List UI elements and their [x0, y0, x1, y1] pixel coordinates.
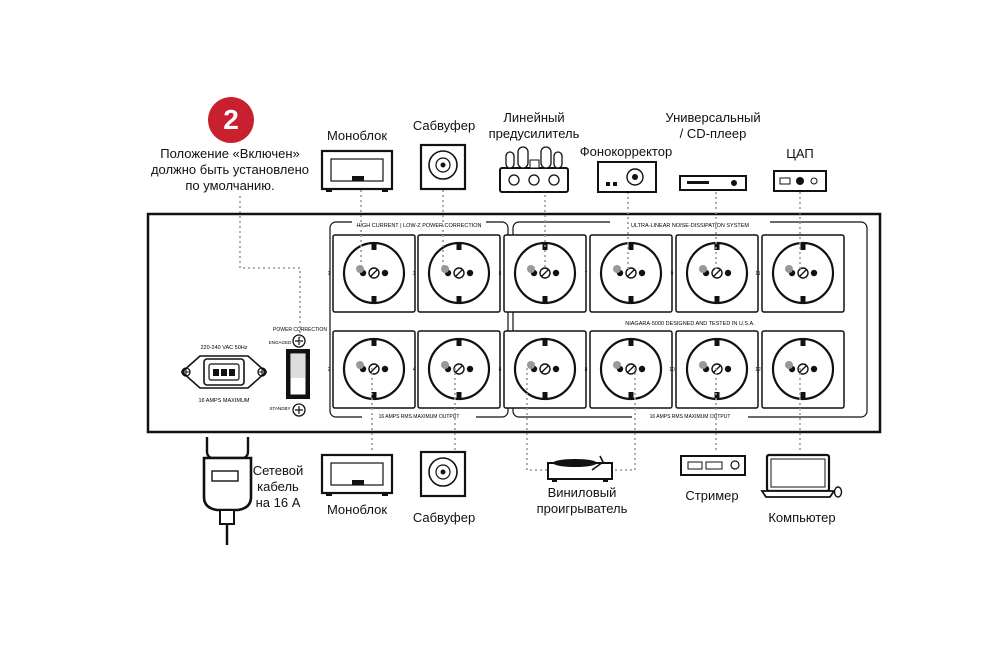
label-line-preamp-2: предусилитель	[488, 126, 580, 141]
outlet-number: 3	[413, 271, 416, 277]
label-monoblock-top: Моноблок	[326, 128, 388, 143]
connection-dot	[699, 361, 707, 369]
label-power-cable-3: на 16 А	[255, 495, 301, 510]
outlet-grid: 1 3 5 7 9 11 2 4 6 8 10 12	[328, 234, 845, 409]
switch-title: POWER CORRECTION	[273, 327, 327, 333]
tube-preamp-icon	[499, 146, 569, 193]
outlet-number: 10	[669, 367, 675, 373]
connection-dot	[441, 361, 449, 369]
outlet-number: 11	[755, 271, 760, 277]
outlet-number: 5	[499, 271, 502, 277]
label-turntable: Виниловый проигрыватель	[530, 485, 634, 517]
outlet-9[interactable]: 9	[671, 234, 759, 313]
outlet-4[interactable]: 4	[413, 330, 501, 409]
subwoofer-top-icon	[419, 143, 467, 191]
outlet-1[interactable]: 1	[328, 234, 416, 313]
monoblock-top-icon	[320, 149, 394, 192]
connection-dot	[785, 265, 793, 273]
outlet-number: 6	[499, 367, 502, 373]
inlet-voltage-label: 220-240 VAC 50Hz	[201, 345, 248, 351]
right-section-title: ULTRA-LINEAR NOISE-DISSIPATION SYSTEM	[631, 223, 749, 229]
right-output-caption: 16 AMPS RMS MAXIMUM OUTPUT	[650, 414, 731, 420]
power-cable-icon	[202, 437, 253, 545]
label-phono-preamp: Фонокорректор	[579, 144, 673, 159]
cd-player-icon	[679, 175, 747, 191]
subwoofer-bottom-icon	[419, 450, 467, 498]
outlet-number: 1	[328, 271, 331, 277]
dac-icon	[773, 170, 827, 192]
outlet-7[interactable]: 7	[585, 234, 673, 313]
label-line-preamp-1: Линейный	[503, 110, 565, 125]
label-subwoofer-top: Сабвуфер	[412, 118, 476, 133]
connection-dot	[613, 361, 621, 369]
outlet-5[interactable]: 5	[499, 234, 587, 313]
outlet-6[interactable]: 6	[499, 330, 587, 409]
connection-dot	[527, 265, 535, 273]
label-turntable-1: Виниловый	[547, 485, 617, 500]
label-cd-player: Универсальный / CD-плеер	[660, 110, 766, 142]
inlet-current-label: 16 AMPS MAXIMUM	[198, 398, 249, 404]
outlet-12[interactable]: 12	[755, 330, 845, 409]
callout-note: Положение «Включен» должно быть установл…	[150, 146, 310, 194]
label-cd-player-2: / CD-плеер	[679, 126, 747, 141]
left-section-title: HIGH CURRENT | LOW-Z POWER CORRECTION	[357, 223, 482, 229]
label-cd-player-1: Универсальный	[665, 110, 761, 125]
callout-line-3: по умолчанию.	[185, 178, 275, 193]
connection-dot	[356, 265, 364, 273]
computer-icon	[760, 453, 843, 498]
ac-inlet: 220-240 VAC 50Hz 16 AMPS MAXIMUM	[180, 345, 268, 404]
callout-line-2: должно быть установлено	[150, 162, 310, 177]
left-output-caption: 16 AMPS RMS MAXIMUM OUTPUT	[379, 414, 460, 420]
phono-preamp-icon	[597, 161, 657, 193]
connection-dot	[356, 361, 364, 369]
outlet-10[interactable]: 10	[669, 330, 759, 409]
connection-lines	[239, 190, 801, 471]
label-dac: ЦАП	[786, 146, 814, 161]
switch-standby-label: STANDBY	[270, 406, 291, 411]
switch-engaged-label: ENGAGED	[269, 340, 292, 345]
label-power-cable: Сетевой кабель на 16 А	[246, 463, 310, 511]
monoblock-bottom-icon	[320, 453, 394, 496]
outlet-3[interactable]: 3	[413, 234, 501, 313]
connection-dot	[699, 265, 707, 273]
outlet-11[interactable]: 11	[755, 234, 845, 313]
outlet-number: 7	[585, 271, 588, 277]
outlet-2[interactable]: 2	[328, 330, 416, 409]
connection-dot	[785, 361, 793, 369]
label-power-cable-2: кабель	[257, 479, 299, 494]
outlet-8[interactable]: 8	[585, 330, 673, 409]
step-badge: 2	[208, 97, 254, 143]
streamer-icon	[680, 455, 746, 476]
label-streamer: Стример	[685, 488, 739, 503]
label-subwoofer-bottom: Сабвуфер	[412, 510, 476, 525]
outlet-number: 4	[413, 367, 416, 373]
turntable-icon	[547, 455, 613, 482]
power-correction-switch[interactable]: POWER CORRECTION ENGAGED STANDBY	[269, 327, 328, 417]
outlet-number: 9	[671, 271, 674, 277]
outlet-number: 12	[755, 367, 761, 373]
connection-dot	[527, 361, 535, 369]
label-monoblock-bottom: Моноблок	[326, 502, 388, 517]
label-computer: Компьютер	[768, 510, 836, 525]
label-power-cable-1: Сетевой	[252, 463, 304, 478]
model-caption: NIAGARA-5000 DESIGNED AND TESTED IN U.S.…	[625, 321, 755, 327]
label-turntable-2: проигрыватель	[536, 501, 628, 516]
label-line-preamp: Линейный предусилитель	[478, 110, 590, 142]
callout-line-1: Положение «Включен»	[160, 146, 300, 161]
outlet-number: 2	[328, 367, 331, 373]
outlet-number: 8	[585, 367, 588, 373]
connection-dot	[613, 265, 621, 273]
